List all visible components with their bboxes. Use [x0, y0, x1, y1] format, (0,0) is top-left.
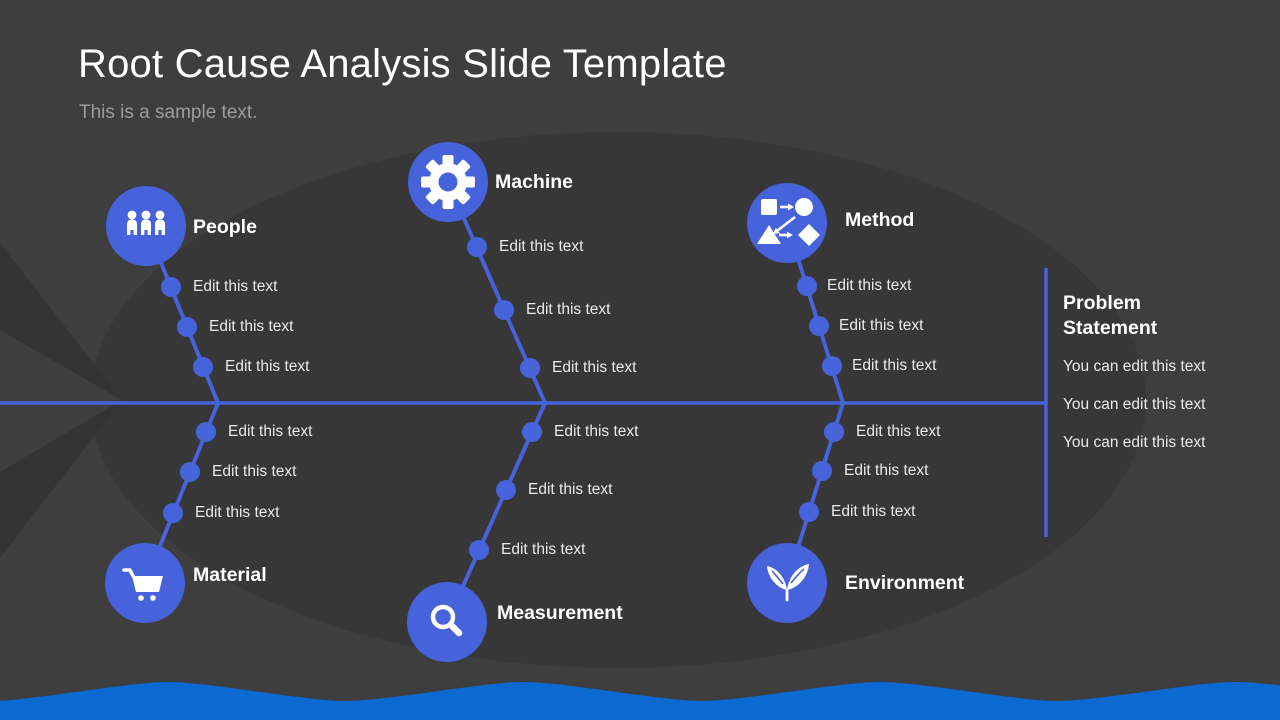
category-label-measurement[interactable]: Measurement	[497, 602, 623, 624]
wave-shape	[0, 682, 1280, 720]
cause-text[interactable]: Edit this text	[499, 238, 584, 255]
category-label-people[interactable]: People	[193, 216, 257, 238]
cause-text[interactable]: Edit this text	[552, 359, 637, 376]
fishbone-spine-lines	[0, 268, 1048, 537]
cause-text[interactable]: Edit this text	[844, 462, 929, 479]
problem-statement-line[interactable]: You can edit this text	[1063, 396, 1206, 413]
cause-text[interactable]: Edit this text	[852, 357, 937, 374]
cause-text[interactable]: Edit this text	[501, 541, 586, 558]
people-category-circle[interactable]	[106, 186, 186, 266]
fish-tail-notch	[0, 330, 122, 472]
cause-text[interactable]: Edit this text	[193, 278, 278, 295]
machine-category-circle[interactable]	[408, 142, 488, 222]
cause-text[interactable]: Edit this text	[228, 423, 313, 440]
category-label-machine[interactable]: Machine	[495, 171, 574, 193]
fish-body-shape	[90, 132, 1146, 668]
cause-text[interactable]: Edit this text	[195, 504, 280, 521]
category-label-environment[interactable]: Environment	[845, 572, 965, 594]
page-title[interactable]: Root Cause Analysis Slide Template	[78, 42, 727, 86]
problem-statement-title[interactable]: Problem Statement	[1063, 292, 1158, 339]
cause-text[interactable]: Edit this text	[212, 463, 297, 480]
gear-icon	[421, 155, 475, 209]
cause-dots	[161, 237, 844, 560]
problem-statement-line[interactable]: You can edit this text	[1063, 434, 1206, 451]
cause-text[interactable]: Edit this text	[225, 358, 310, 375]
plant-icon	[767, 564, 809, 602]
cause-text[interactable]: Edit this text	[526, 301, 611, 318]
page-subtitle[interactable]: This is a sample text.	[79, 102, 258, 123]
measurement-category-circle[interactable]	[407, 582, 487, 662]
shopping-cart-icon	[122, 568, 163, 601]
category-label-method[interactable]: Method	[845, 209, 915, 231]
cause-text[interactable]: Edit this text	[554, 423, 639, 440]
people-icon	[127, 210, 165, 235]
problem-statement-line[interactable]: You can edit this text	[1063, 358, 1206, 375]
cause-text[interactable]: Edit this text	[856, 423, 941, 440]
cause-text[interactable]: Edit this text	[831, 503, 916, 520]
cause-text[interactable]: Edit this text	[827, 277, 912, 294]
cause-text[interactable]: Edit this text	[209, 318, 294, 335]
environment-category-circle[interactable]	[747, 543, 827, 623]
method-category-circle[interactable]	[747, 183, 827, 263]
magnifier-icon	[430, 604, 463, 637]
category-label-material[interactable]: Material	[193, 564, 267, 586]
cause-text[interactable]: Edit this text	[839, 317, 924, 334]
flowchart-icon	[757, 198, 820, 246]
material-category-circle[interactable]	[105, 543, 185, 623]
cause-text[interactable]: Edit this text	[528, 481, 613, 498]
